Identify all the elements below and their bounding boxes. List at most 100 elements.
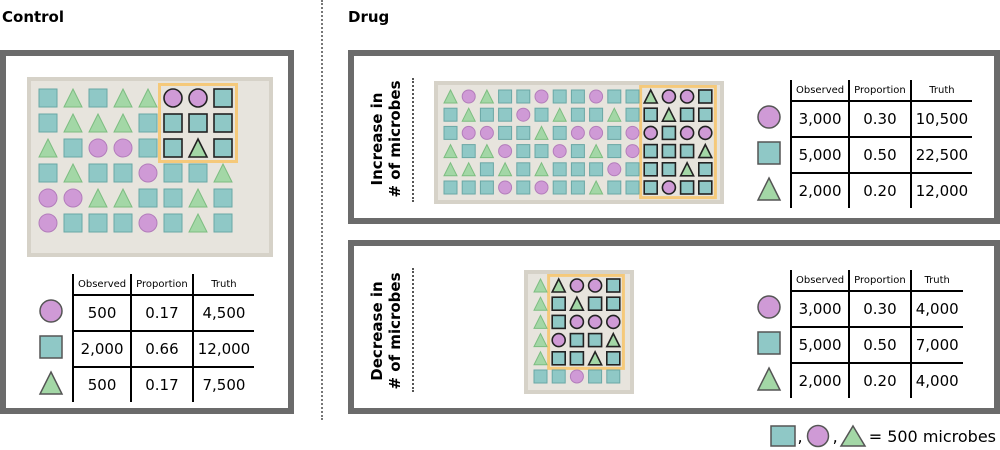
circle-microbe	[679, 125, 695, 141]
circle-microbe	[163, 88, 183, 108]
sample-highlight	[547, 274, 625, 370]
triangle-microbe	[606, 107, 622, 122]
proportion-cell: 0.30	[848, 290, 911, 327]
square-microbe	[697, 89, 713, 104]
circle-microbe	[479, 125, 494, 140]
square-microbe	[570, 180, 585, 195]
proportion-cell: 0.30	[848, 100, 911, 137]
truth-header: Truth	[191, 274, 255, 295]
observed-cell: 2,000	[789, 362, 850, 398]
square-microbe	[163, 188, 183, 208]
square-microbe	[213, 213, 233, 233]
increase-label: Increase in # of microbes	[368, 80, 404, 198]
legend-text: = 500 microbes	[868, 426, 996, 446]
circle-microbe	[461, 89, 476, 104]
circle-microbe	[589, 89, 604, 104]
triangle-microbe	[533, 277, 548, 293]
triangle-microbe	[550, 277, 567, 293]
square-microbe	[697, 107, 713, 123]
square-microbe	[625, 107, 640, 122]
square-microbe	[589, 107, 604, 122]
triangle-microbe	[533, 296, 548, 311]
truth-cell: 7,000	[909, 326, 963, 363]
square-microbe	[498, 107, 513, 122]
circle-microbe	[589, 125, 604, 140]
square-microbe	[607, 180, 622, 195]
observed-cell: 5,000	[789, 136, 850, 173]
square-microbe	[113, 163, 133, 183]
square-microbe	[213, 188, 233, 208]
proportion-cell: 0.17	[130, 294, 193, 331]
square-microbe	[606, 369, 621, 384]
circle-microbe	[643, 125, 658, 141]
observed-header: Observed	[789, 80, 850, 101]
observed-cell: 2,000	[71, 330, 132, 367]
circle-microbe	[661, 89, 677, 104]
circle-microbe	[552, 144, 567, 159]
sample-highlight	[158, 83, 238, 163]
triangle-microbe	[479, 88, 495, 104]
square-microbe	[516, 162, 531, 177]
truth-cell: 12,000	[909, 172, 973, 208]
increase-grid-box	[434, 81, 724, 204]
square-microbe	[679, 143, 695, 159]
circle-microbe	[551, 332, 567, 348]
triangle-microbe	[533, 332, 548, 348]
circle-microbe	[63, 188, 83, 208]
square-microbe	[552, 180, 567, 195]
circle-microbe	[138, 213, 158, 233]
square-microbe	[625, 89, 640, 104]
square-microbe	[661, 143, 677, 159]
sample-highlight	[639, 85, 717, 200]
square-microbe	[479, 107, 494, 122]
square-microbe	[516, 125, 531, 140]
square-microbe	[163, 113, 183, 133]
decrease-label-dots	[412, 268, 414, 392]
triangle-microbe	[679, 161, 695, 177]
triangle-microbe	[63, 87, 83, 108]
square-microbe	[570, 107, 585, 122]
square-microbe	[661, 162, 677, 177]
increase-grid	[443, 85, 717, 200]
square-microbe	[443, 107, 458, 122]
square-microbe	[534, 144, 549, 159]
decrease-grid-box	[524, 270, 634, 394]
triangle-microbe	[113, 187, 133, 208]
triangle-microbe	[756, 175, 782, 201]
decrease-grid	[533, 274, 625, 384]
square-microbe	[606, 278, 621, 293]
circle-microbe	[587, 314, 603, 330]
square-microbe	[643, 107, 658, 123]
triangle-microbe	[113, 87, 133, 108]
square-microbe	[443, 180, 458, 195]
observed-cell: 500	[71, 294, 132, 331]
triangle-microbe	[587, 350, 603, 366]
circle-microbe	[461, 125, 476, 140]
truth-cell: 4,500	[191, 294, 255, 331]
observed-cell: 2,000	[789, 172, 850, 208]
square-microbe	[625, 162, 640, 177]
increase-label-dots	[412, 78, 414, 202]
triangle-microbe	[63, 162, 83, 183]
triangle-microbe	[588, 179, 604, 195]
circle-microbe	[570, 125, 585, 140]
square-microbe	[607, 144, 622, 159]
control-grid	[38, 83, 238, 233]
circle-microbe	[569, 369, 584, 384]
square-microbe	[570, 89, 585, 104]
circle-microbe	[625, 125, 640, 140]
truth-cell: 4,000	[909, 362, 963, 398]
triangle-microbe	[569, 295, 585, 312]
decrease-label: Decrease in # of microbes	[368, 272, 404, 390]
circle-microbe	[516, 107, 531, 122]
square-icon	[30, 331, 73, 367]
control-grid-box	[27, 77, 273, 257]
circle-microbe	[569, 278, 585, 293]
